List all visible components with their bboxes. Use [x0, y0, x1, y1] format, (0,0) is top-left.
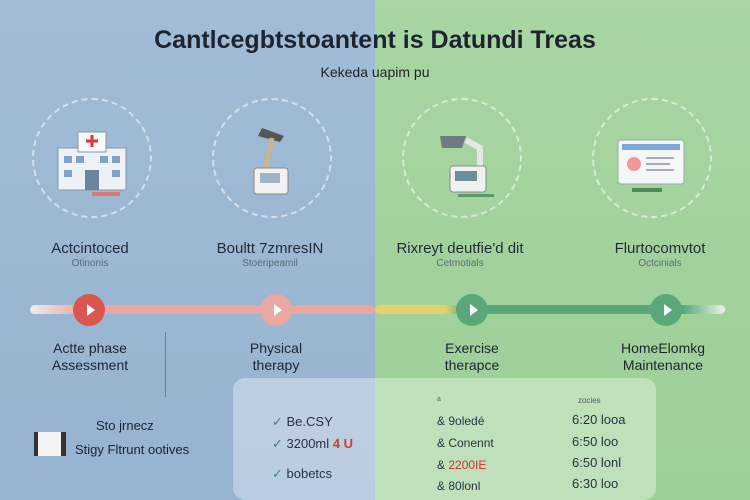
panel-row-2-text: 3200ml: [286, 436, 330, 451]
panel-col2-header: a: [437, 396, 441, 403]
phase-4-label: Flurtocomvtot: [614, 240, 706, 257]
panel-col3-item: 6:30 loo: [572, 476, 619, 491]
connector-line: [165, 332, 166, 397]
timeline-node-3[interactable]: [456, 294, 488, 326]
play-icon: [273, 304, 282, 316]
panel-row-1: ✓ Be.CSY: [272, 414, 333, 430]
panel-col2-text: 2200IE: [448, 458, 487, 472]
timeline-track-left: [30, 305, 375, 314]
check-icon: ✓: [272, 466, 287, 481]
panel-row-2: ✓ 3200ml 4 U: [272, 436, 353, 452]
left-note-line1: Sto jrnecz: [96, 418, 154, 433]
schedule-panel: [233, 378, 656, 500]
step-3-line1: Exercise: [445, 340, 499, 356]
left-note-line2: Stigy Fltrunt ootives: [75, 442, 190, 457]
therapy-machine-icon: [253, 128, 289, 195]
panel-col3-item: 6:50 lonl: [572, 455, 622, 470]
timeline-node-1[interactable]: [73, 294, 105, 326]
check-icon: ✓: [272, 414, 287, 429]
phase-4-circle: [592, 98, 712, 218]
panel-col3-header: zocies: [578, 396, 601, 405]
panel-col2-item: & Conennt: [437, 436, 494, 450]
panel-row-1-text: Be.CSY: [286, 414, 333, 429]
play-icon: [663, 304, 672, 316]
timeline-node-4[interactable]: [650, 294, 682, 326]
check-icon: ✓: [272, 436, 287, 451]
panel-row-3: ✓ bobetcs: [272, 466, 332, 482]
device-icon: [34, 432, 66, 456]
panel-row-2-badge: 4 U: [332, 436, 354, 451]
exercise-equipment-icon: [440, 136, 494, 197]
phase-1-label: Actcintoced: [51, 240, 129, 257]
hospital-icon: [57, 131, 127, 196]
step-1-line2: Assessment: [51, 357, 129, 373]
home-monitor-icon: [617, 139, 685, 192]
phase-4-sublabel: Octcinials: [638, 258, 682, 269]
phase-2-sublabel: Stoeripeamil: [242, 258, 298, 269]
timeline-track-right: [375, 305, 725, 314]
background-left: [0, 0, 375, 500]
panel-col3-item: 6:20 looa: [572, 412, 626, 427]
panel-col2-item: & 2200IE: [437, 458, 487, 472]
step-4-line2: Maintenance: [622, 357, 704, 373]
page-subtitle: Kekeda uapim pu: [320, 64, 430, 80]
phase-3-sublabel: Cetmotials: [436, 258, 484, 269]
step-2-line1: Physical: [249, 340, 303, 356]
panel-col2-text: Conennt: [448, 436, 494, 450]
panel-row-3-text: bobetcs: [286, 466, 333, 481]
timeline-node-2[interactable]: [260, 294, 292, 326]
play-icon: [86, 304, 95, 316]
step-4-line1: HomeElomkg: [620, 340, 706, 356]
phase-2-label: Boultt 7zmresIN: [216, 240, 324, 257]
background-right: [375, 0, 750, 500]
step-2-line2: therapy: [252, 357, 300, 373]
panel-col2-item: & 9oledé: [437, 414, 485, 428]
step-3-line2: therapce: [444, 357, 500, 373]
phase-3-circle: [402, 98, 522, 218]
phase-2-circle: [212, 98, 332, 218]
panel-col2-text: 9oledé: [448, 414, 485, 428]
page-title: Cantlcegbtstoantent is Datundi Treas: [154, 26, 596, 54]
phase-1-circle: [32, 98, 152, 218]
panel-col3-item: 6:50 loo: [572, 434, 619, 449]
step-1-line1: Actte phase: [53, 340, 127, 356]
phase-1-sublabel: Otinonis: [71, 258, 109, 269]
panel-col2-item: & 80lonl: [437, 479, 481, 493]
phase-3-label: Rixreyt deutfie'd dit: [396, 240, 524, 257]
play-icon: [469, 304, 478, 316]
panel-col2-text: 80lonl: [448, 479, 481, 493]
